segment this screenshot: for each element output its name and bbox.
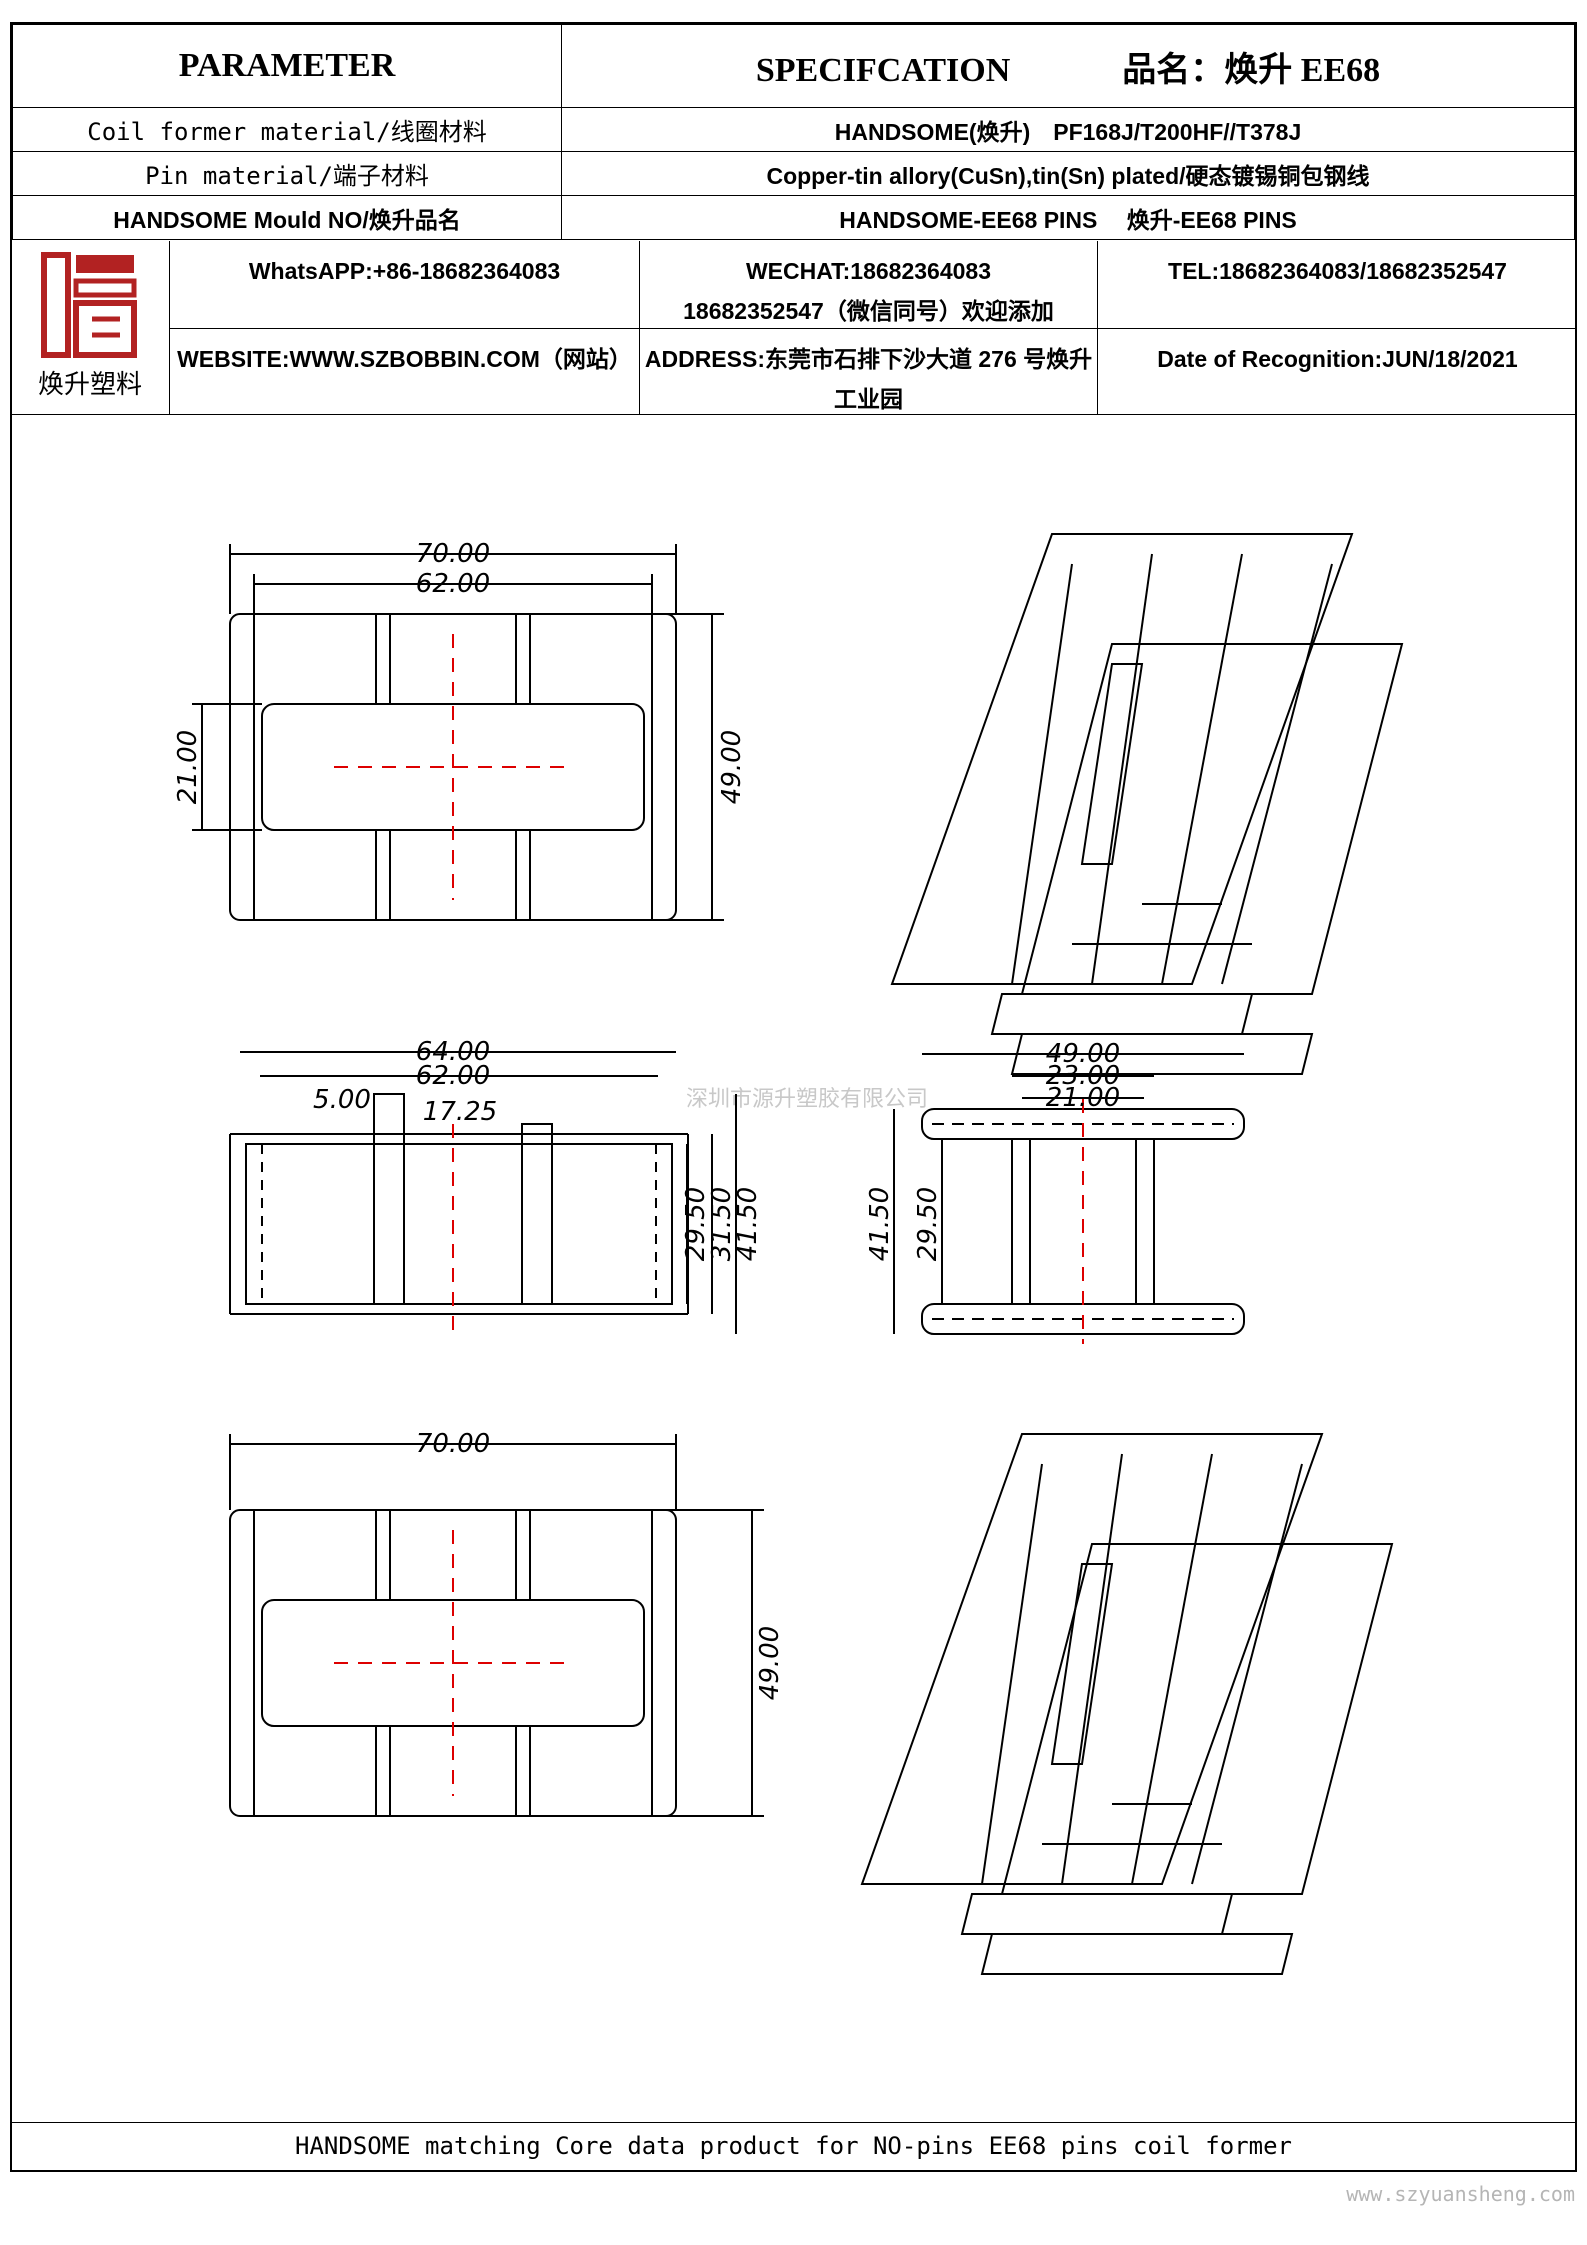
specification-header: SPECIFCATION 品名：焕升 EE68	[561, 24, 1575, 108]
spec-table: PARAMETER SPECIFCATION 品名：焕升 EE68 Coil f…	[12, 24, 1575, 240]
dim-front-h1: 29.50	[681, 1187, 711, 1261]
dim-top-height: 49.00	[717, 730, 747, 804]
dim-front-flange: 5.00	[313, 1085, 371, 1115]
contact-block: 焕升塑料 WhatsAPP:+86-18682364083 WECHAT:186…	[12, 241, 1577, 419]
address: ADDRESS:东莞市石排下沙大道 276 号焕升工业园	[640, 329, 1098, 415]
dim-side-h2: 29.50	[913, 1187, 943, 1261]
dim-bottom-width: 70.00	[416, 1429, 490, 1459]
dim-front-w1: 64.00	[416, 1037, 490, 1067]
dim-side-h1: 41.50	[865, 1187, 895, 1261]
top-view	[192, 544, 724, 921]
parameter-header: PARAMETER	[12, 24, 562, 108]
pin-material-value: Copper-tin allory(CuSn),tin(Sn) plated/硬…	[561, 151, 1575, 196]
dim-front-slot: 17.25	[423, 1097, 497, 1127]
coil-material-label: Coil former material/线圈材料	[12, 107, 562, 152]
dim-side-w3: 21.00	[1046, 1083, 1120, 1113]
website-watermark: www.szyuansheng.com	[1346, 2182, 1575, 2206]
mould-no-value: HANDSOME-EE68 PINS 焕升-EE68 PINS	[561, 195, 1575, 240]
isometric-view-1	[890, 533, 1404, 1075]
website: WEBSITE:WWW.SZBOBBIN.COM（网站）	[170, 329, 640, 415]
wechat-line1: WECHAT:18682364083	[745, 258, 992, 284]
dim-top-window: 21.00	[173, 730, 203, 804]
dim-top-width-inner: 62.00	[416, 569, 490, 599]
pin-material-label: Pin material/端子材料	[12, 151, 562, 196]
watermark-company: 深圳市源升塑胶有限公司	[686, 1087, 928, 1112]
dim-side-w2: 23.00	[1046, 1061, 1120, 1091]
recognition-date: Date of Recognition:JUN/18/2021	[1098, 329, 1577, 415]
logo-text: 焕升塑料	[38, 370, 142, 400]
dim-top-width-outer: 70.00	[416, 539, 490, 569]
dim-bottom-height: 49.00	[755, 1626, 785, 1700]
dim-front-h2: 31.50	[707, 1187, 737, 1261]
front-view	[229, 1051, 737, 1334]
side-view	[893, 1053, 1245, 1344]
isometric-view-2	[860, 1433, 1394, 1975]
whatsapp: WhatsAPP:+86-18682364083	[170, 241, 640, 329]
logo-icon: 焕升塑料	[38, 252, 142, 400]
spec-sheet: PARAMETER SPECIFCATION 品名：焕升 EE68 Coil f…	[10, 22, 1577, 2172]
coil-material-value: HANDSOME(焕升) PF168J/T200HF//T378J	[561, 107, 1575, 152]
telephone: TEL:18682364083/18682352547	[1098, 241, 1577, 329]
logo: 焕升塑料	[12, 241, 170, 415]
specification-title: SPECIFCATION	[755, 51, 1011, 89]
bottom-view	[229, 1434, 764, 1817]
dim-side-w1: 49.00	[1046, 1039, 1120, 1069]
product-name: 品名：焕升 EE68	[1122, 51, 1381, 89]
footer-note: HANDSOME matching Core data product for …	[12, 2122, 1575, 2170]
technical-drawing: 70.00 62.00 21.00 49.00 深圳市源升塑胶有限公司	[173, 533, 1404, 1975]
dim-front-w2: 62.00	[416, 1061, 490, 1091]
mould-no-label: HANDSOME Mould NO/焕升品名	[12, 195, 562, 240]
wechat-line2: 18682352547（微信同号）欢迎添加	[683, 298, 1054, 324]
dim-front-h3: 41.50	[733, 1187, 763, 1261]
wechat: WECHAT:18682364083 18682352547（微信同号）欢迎添加	[640, 241, 1098, 329]
